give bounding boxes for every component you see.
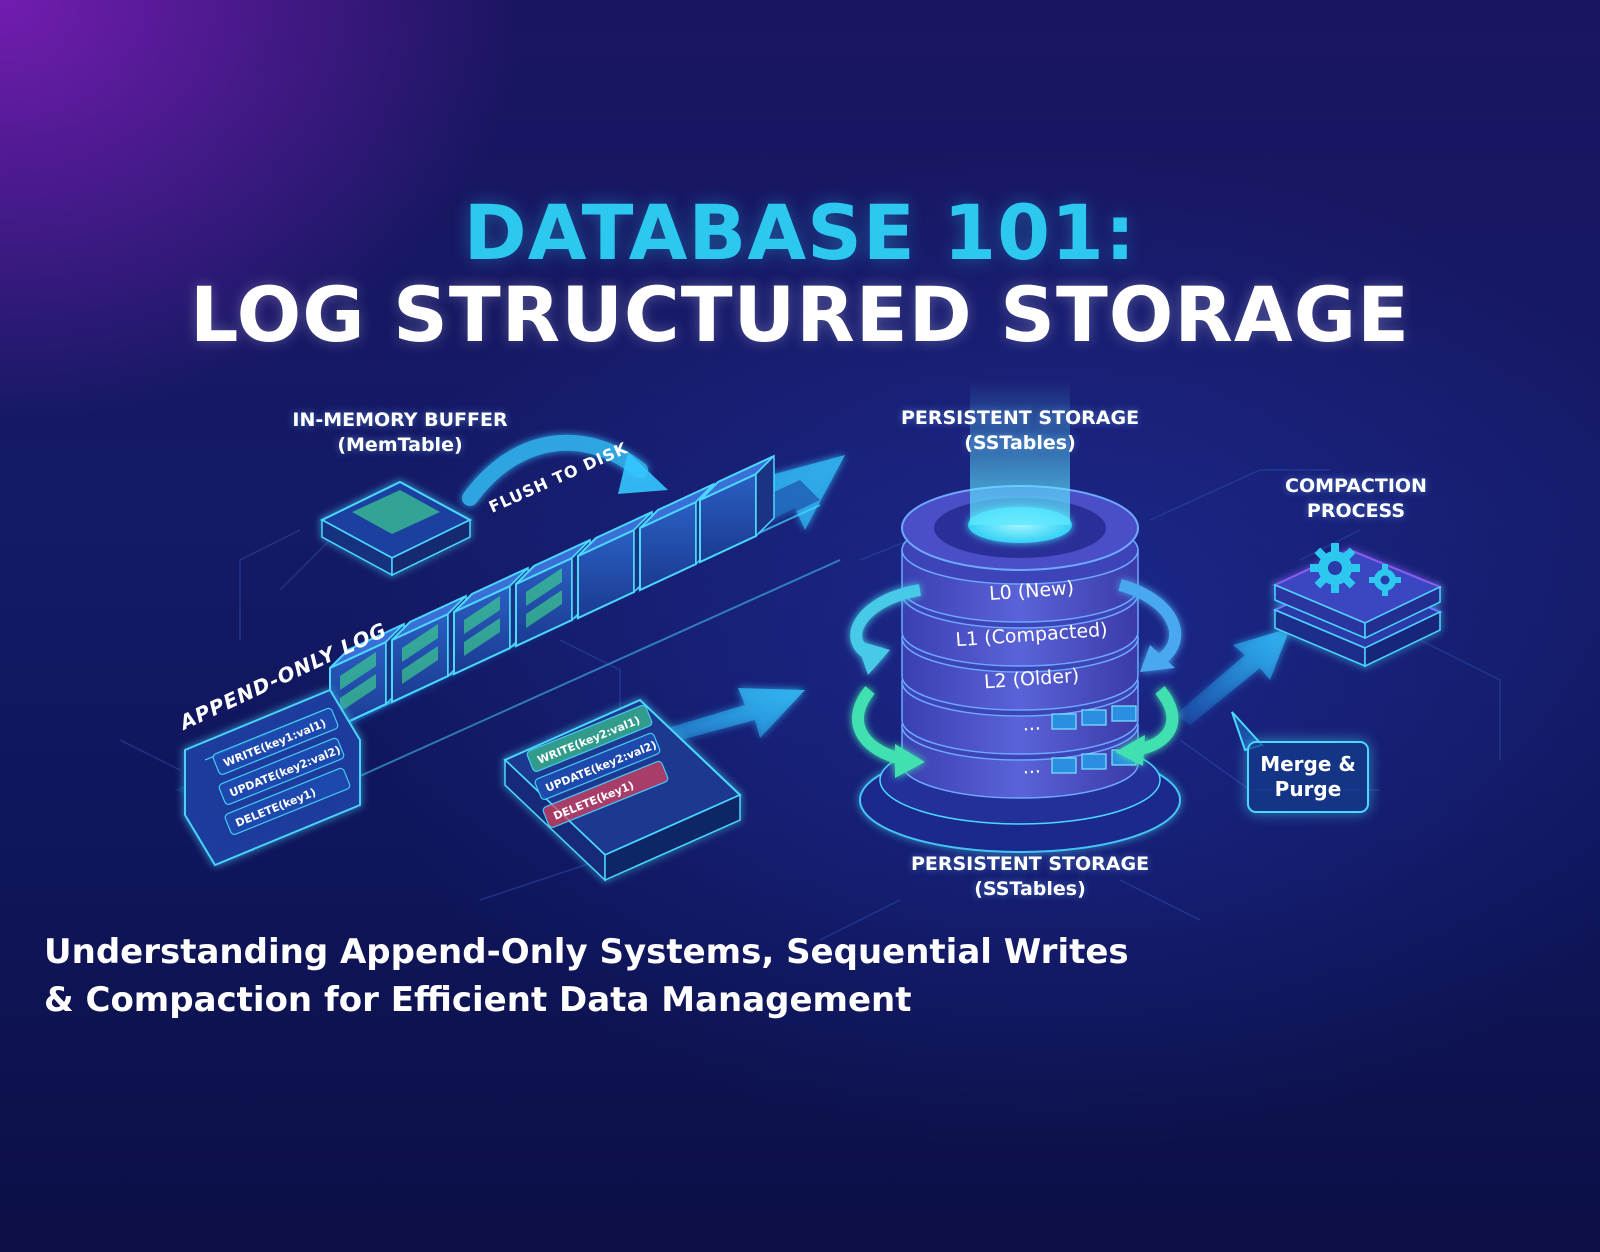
storage-top-subtitle: (SSTables)	[964, 432, 1076, 454]
title-line-1: DATABASE 101:	[463, 188, 1137, 277]
log-segment-cube	[453, 566, 529, 676]
title-line-2: LOG STRUCTURED STORAGE	[189, 270, 1411, 359]
sstable-level-label: ...	[1022, 712, 1042, 735]
storage-bottom-label: PERSISTENT STORAGE (SSTables)	[870, 852, 1190, 902]
compaction-server	[1272, 548, 1443, 668]
log-segment-cube	[329, 622, 405, 732]
sstable-level-label: ...	[1022, 755, 1042, 778]
storage-top-title: PERSISTENT STORAGE	[900, 407, 1140, 429]
merge-line-1: Merge &	[1260, 752, 1356, 776]
compaction-subtitle: PROCESS	[1306, 500, 1406, 522]
compaction-arrow	[1175, 628, 1290, 725]
log-segment-cube	[699, 454, 775, 564]
flush-arrow	[462, 434, 668, 506]
storage-bottom-title: PERSISTENT STORAGE	[910, 853, 1150, 875]
storage-top-label: PERSISTENT STORAGE (SSTables)	[860, 406, 1180, 456]
sstable-block	[1051, 757, 1077, 774]
compaction-loop-arrows	[850, 579, 1182, 778]
sstable-block	[1051, 713, 1077, 730]
memtable-title: IN-MEMORY BUFFER	[292, 409, 508, 431]
gear-small-icon	[1369, 564, 1401, 596]
memtable-subtitle: (MemTable)	[337, 434, 463, 456]
memtable-chip	[319, 480, 473, 577]
compaction-label: COMPACTION PROCESS	[1216, 474, 1496, 524]
merge-purge-box: Merge & Purge	[1247, 741, 1369, 813]
gear-icon	[1310, 543, 1360, 593]
subtitle-line-2: & Compaction for Efficient Data Manageme…	[44, 980, 912, 1020]
sstable-block	[1081, 709, 1107, 726]
log-segments	[329, 454, 775, 732]
memtable-label: IN-MEMORY BUFFER (MemTable)	[250, 408, 550, 458]
merge-line-2: Purge	[1274, 777, 1342, 801]
compaction-title: COMPACTION	[1285, 475, 1427, 497]
subtitle-line-1: Understanding Append-Only Systems, Seque…	[44, 932, 1129, 972]
sstable-block	[1111, 705, 1137, 722]
sstable-block	[1081, 753, 1107, 770]
storage-bottom-subtitle: (SSTables)	[974, 878, 1086, 900]
